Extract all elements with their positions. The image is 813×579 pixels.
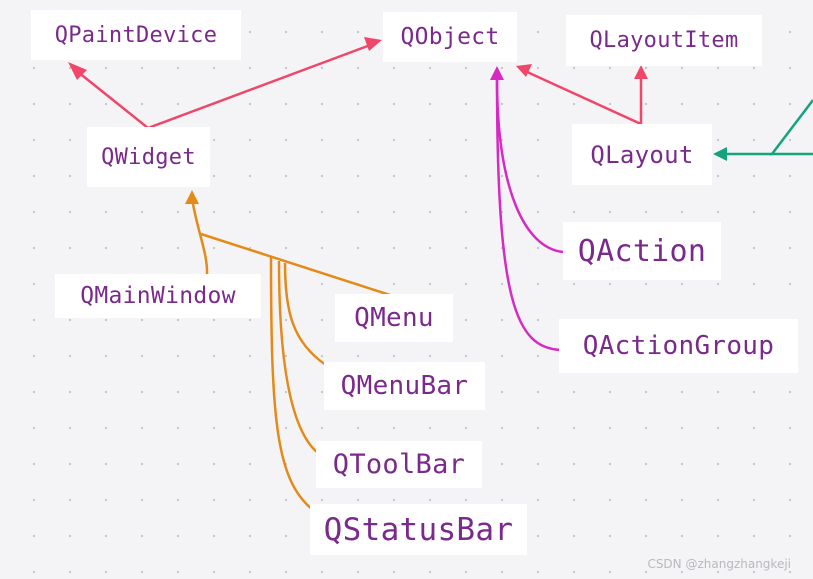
edge-qwidget-qobject	[147, 42, 374, 130]
arrowhead-qobject-left	[364, 37, 382, 51]
node-qlayout: QLayout	[572, 124, 712, 185]
arrowhead-qlayout	[713, 147, 727, 161]
node-qlayoutitem: QLayoutItem	[566, 15, 762, 66]
node-qmenu: QMenu	[335, 294, 453, 342]
node-qstatusbar: QStatusBar	[310, 504, 527, 555]
node-qmenubar: QMenuBar	[324, 362, 485, 410]
arrowhead-qpaintdevice	[68, 62, 87, 80]
node-qactiongroup: QActionGroup	[559, 319, 798, 373]
edge-qmenu-qwidget	[200, 232, 394, 298]
arrowhead-qobject-right	[516, 64, 532, 77]
node-qpaintdevice: QPaintDevice	[31, 10, 241, 60]
arrowhead-qlayoutitem	[634, 65, 648, 79]
edge-layout-link	[769, 99, 813, 156]
node-qwidget: QWidget	[87, 127, 210, 187]
edge-qmainwindow-qwidget	[191, 203, 209, 277]
watermark: CSDN @zhangzhangkeji	[647, 557, 791, 571]
edge-qtoolbar-qwidget	[277, 260, 319, 454]
arrowhead-qobject-bottom	[490, 66, 504, 80]
edge-qstatusbar-qwidget	[269, 256, 314, 511]
node-qtoolbar: QToolBar	[316, 441, 482, 488]
node-qobject: QObject	[383, 12, 517, 62]
edge-qwidget-qpaintdevice	[77, 71, 149, 129]
edge-qactiongroup-qobject	[495, 77, 562, 352]
edge-qlayout-qobject	[524, 69, 642, 126]
edge-qmenubar-qwidget	[283, 262, 327, 367]
node-qmainwindow: QMainWindow	[55, 274, 261, 318]
arrowhead-qwidget	[185, 190, 199, 204]
edge-qaction-qobject	[495, 77, 564, 254]
node-qaction: QAction	[563, 222, 721, 280]
